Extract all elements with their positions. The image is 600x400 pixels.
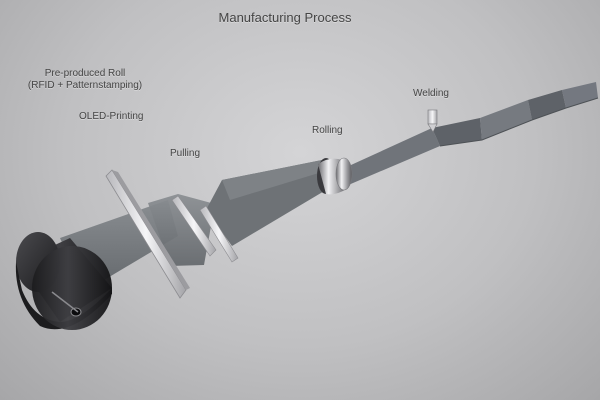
pulling-rollers: [171, 195, 239, 263]
oled-printing-plate: [105, 169, 190, 299]
step-label-pre-produced-roll: Pre-produced Roll (RFID + Patternstampin…: [10, 68, 160, 92]
pre-produced-roll: [15, 232, 113, 330]
step-label-oled-printing: OLED-Printing: [79, 111, 144, 122]
step-label-pulling: Pulling: [170, 148, 201, 159]
rolling-ring: [317, 157, 353, 195]
step-label-rolling: Rolling: [312, 125, 343, 136]
diagram-title: Manufacturing Process: [218, 10, 352, 25]
strip-to-rolling-shade: [222, 160, 322, 200]
welding-tool: [427, 109, 438, 133]
step-label-roll-line1: Pre-produced Roll: [44, 68, 126, 79]
twisted-strip: [340, 82, 599, 186]
step-label-roll-line2: (RFID + Patternstamping): [27, 80, 143, 91]
step-label-welding: Welding: [413, 88, 449, 99]
